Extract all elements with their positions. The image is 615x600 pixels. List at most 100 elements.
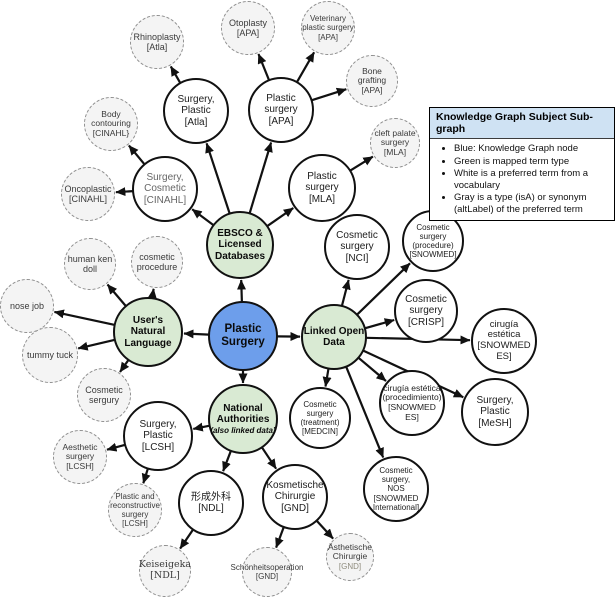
node-schonheitsoperation-gnd: Schönheitsoperation [GND] [231,547,303,597]
node-label-veterinary-apa: Veterinary plastic surgery [APA] [302,14,354,42]
node-human-ken-doll: human ken doll [64,238,116,290]
edge-natauth-to-surgery-plastic-lcsh [192,422,210,432]
node-label-rhinoplasty-atla: Rhinoplasty [Atla] [133,31,181,52]
node-label-surgery-plastic-lcsh: Surgery, Plastic [LCSH] [139,419,177,453]
node-label-kosmetische-chirurgie-gnd: Kosmetische Chirurgie [GND] [266,480,324,514]
node-label-keiseigeka-ndl: Keiseigeka [NDL] [138,559,192,581]
node-sublabel-asthetische-chirurgie-gnd: [GND] [338,562,362,572]
node-surgery-plastic-mesh: Surgery, Plastic [MeSH] [461,378,529,446]
node-plastic-surgery-apa: Plastic surgery [APA] [248,77,314,143]
node-label-natauth: National Authorities [216,403,270,426]
node-plastic-surgery-ndl: 形成外科 [NDL] [178,470,244,536]
node-asthetische-chirurgie-gnd: Ästhetische Chirurgie[GND] [326,533,374,581]
edge-surgery-plastic-atla-to-rhinoplasty-atla [169,65,182,84]
legend-list: Blue: Knowledge Graph node Green is mapp… [430,143,614,215]
node-label-otoplasty-apa: Otoplasty [APA] [228,17,268,38]
edge-unl-to-human-ken-doll [106,283,127,307]
node-ebsco: EBSCO & Licensed Databases [206,211,274,279]
edge-ebsco-to-surgery-cosmetic-cinahl [191,208,215,227]
node-label-unl: User's Natural Language [124,315,172,349]
node-natauth: National Authorities(also linked data) [208,384,278,454]
edge-unl-to-nose-job [53,309,116,326]
edge-kosmetische-chirurgie-gnd-to-asthetische-chirurgie-gnd [315,519,334,540]
legend-item-green: Green is mapped term type [454,156,614,168]
node-label-cosmetic-surgery-nos: Cosmetic surgery, NOS [SNOWMED Internati… [372,466,420,512]
node-label-plastic-surgery-apa: Plastic surgery [APA] [264,93,298,127]
edge-lod-to-cosmetic-surgery-medcin [322,368,332,387]
node-cosmetic-surgery-nci: Cosmetic surgery [NCI] [324,214,390,280]
edge-unl-to-tummy-tuck [77,338,116,351]
node-label-cosmetic-procedure: cosmetic procedure [136,251,178,272]
node-cosmetic-surgery-medcin: Cosmetic surgery (treatment) [MEDCIN] [289,387,351,449]
edge-unl-to-cosmetic-procedure [147,288,157,299]
edge-surgery-cosmetic-cinahl-to-oncoplastic-cinahl [115,187,134,197]
node-bone-grafting-apa: Bone grafting [APA] [346,55,398,107]
node-kosmetische-chirurgie-gnd: Kosmetische Chirurgie [GND] [262,464,328,530]
edge-lod-to-cosmetic-surgery-snowmed [356,262,411,316]
node-rhinoplasty-atla: Rhinoplasty [Atla] [130,15,184,69]
node-keiseigeka-ndl: Keiseigeka [NDL] [139,545,191,597]
node-label-human-ken-doll: human ken doll [67,253,113,274]
edge-lod-to-cosmetic-surgery-nci [340,279,351,307]
edge-plastic-surgery-to-unl [183,329,210,339]
edge-plastic-surgery-to-ebsco [237,279,246,303]
edge-surgery-plastic-lcsh-to-plastic-reconstructive-lcsh [141,468,151,484]
edge-natauth-to-plastic-surgery-ndl [222,450,232,472]
node-label-asthetische-chirurgie-gnd: Ästhetische Chirurgie [328,541,372,562]
node-label-cosmetic-surgery-snowmed: Cosmetic surgery (procedure) [SNOWMED] [409,222,457,260]
node-label-plastic-reconstructive-lcsh: Plastic and reconstructive surgery [LCSH… [110,491,160,529]
node-otoplasty-apa: Otoplasty [APA] [221,1,275,55]
node-label-cleft-palate-mla: cleft palate surgery [MLA] [374,127,416,157]
node-cirugia-estetica-procedimiento: cirugía estética (procedimiento) [SNOWME… [379,370,445,436]
node-label-cosmetic-surgery-crisp: Cosmetic surgery [CRISP] [405,294,447,328]
edge-lod-to-cosmetic-surgery-nos [345,366,385,458]
node-label-aesthetic-surgery-lcsh: Aesthetic surgery [LCSH] [62,441,98,471]
node-surgery-cosmetic-cinahl: Surgery, Cosmetic [CINAHL] [132,156,198,222]
node-label-nose-job: nose job [9,300,45,311]
node-cosmetic-surgery-nos: Cosmetic surgery, NOS [SNOWMED Internati… [363,456,429,522]
legend-item-gray: Gray is a type (isA) or synonym (altLabe… [454,192,614,215]
legend-header: Knowledge Graph Subject Sub-graph [430,108,614,139]
node-label-surgery-cosmetic-cinahl: Surgery, Cosmetic [CINAHL] [143,172,187,206]
node-veterinary-apa: Veterinary plastic surgery [APA] [301,1,355,55]
node-label-plastic-surgery-ndl: 形成外科 [NDL] [191,491,231,514]
edge-plastic-surgery-mla-to-cleft-palate-mla [349,155,374,172]
node-label-ebsco: EBSCO & Licensed Databases [214,228,266,262]
node-tummy-tuck: tummy tuck [22,327,78,383]
node-label-cosmetic-sergury: Cosmetic sergury [85,384,123,405]
edge-unl-to-cosmetic-sergury [119,359,130,373]
edge-ebsco-to-plastic-surgery-mla [266,207,294,228]
node-sublabel-natauth: (also linked data) [210,425,276,435]
node-cosmetic-procedure: cosmetic procedure [131,236,183,288]
node-label-surgery-plastic-mesh: Surgery, Plastic [MeSH] [476,395,514,429]
node-unl: User's Natural Language [113,297,183,367]
node-label-cosmetic-surgery-nci: Cosmetic surgery [NCI] [336,230,378,264]
node-lod: Linked Open Data [301,304,367,370]
node-label-surgery-plastic-atla: Surgery, Plastic [Atla] [177,94,215,128]
node-surgery-plastic-lcsh: Surgery, Plastic [LCSH] [123,401,193,471]
node-label-body-contouring-cinahl: Body contouring [CINAHL} [91,108,131,138]
edge-ebsco-to-surgery-plastic-atla [205,142,231,214]
edge-natauth-to-kosmetische-chirurgie-gnd [260,446,278,470]
node-label-schonheitsoperation-gnd: Schönheitsoperation [GND] [230,562,304,581]
node-label-plastic-surgery: Plastic Surgery [221,323,265,348]
node-label-cirugia-estetica-snowmed-es: cirugía estética [SNOWMED ES] [477,318,531,362]
node-label-bone-grafting-apa: Bone grafting [APA] [357,65,387,95]
node-label-lod: Linked Open Data [303,325,365,348]
node-cosmetic-surgery-crisp: Cosmetic surgery [CRISP] [394,279,458,343]
node-label-cirugia-estetica-procedimiento: cirugía estética (procedimiento) [SNOWME… [382,382,442,422]
node-label-tummy-tuck: tummy tuck [26,349,73,360]
node-plastic-surgery: Plastic Surgery [208,301,278,371]
edge-plastic-surgery-apa-to-bone-grafting-apa [311,87,347,102]
node-label-oncoplastic-cinahl: Oncoplastic [CINAHL] [64,183,112,204]
node-surgery-plastic-atla: Surgery, Plastic [Atla] [163,78,229,144]
edge-plastic-surgery-ndl-to-keiseigeka-ndl [179,528,195,550]
edge-plastic-surgery-apa-to-otoplasty-apa [257,53,271,81]
node-cleft-palate-mla: cleft palate surgery [MLA] [370,118,420,168]
node-cosmetic-sergury: Cosmetic sergury [77,368,131,422]
edge-kosmetische-chirurgie-gnd-to-schonheitsoperation-gnd [275,526,285,549]
node-cirugia-estetica-snowmed-es: cirugía estética [SNOWMED ES] [471,308,537,374]
edge-surgery-plastic-lcsh-to-aesthetic-surgery-lcsh [106,442,126,452]
legend-item-white: White is a preferred term from a vocabul… [454,168,614,191]
